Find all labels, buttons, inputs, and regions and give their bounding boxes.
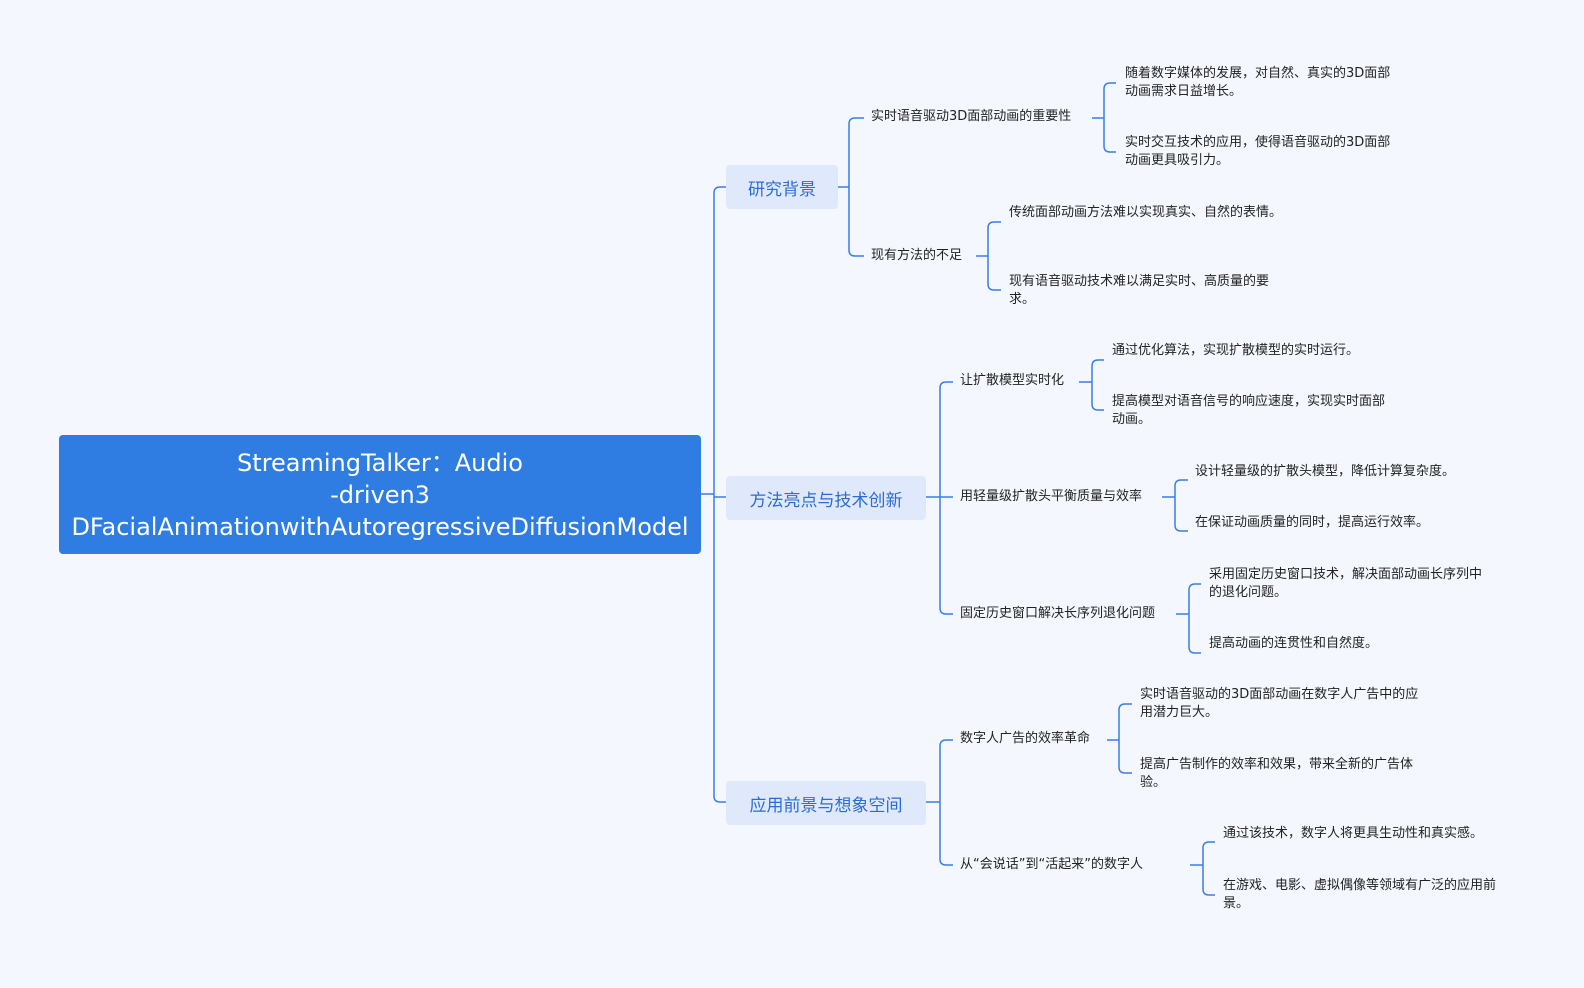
branch-method-highlights[interactable]: 方法亮点与技术创新 — [726, 476, 926, 520]
subtopic-importance[interactable]: 实时语音驱动3D面部动画的重要性 — [871, 109, 1072, 124]
leaf-text[interactable]: 设计轻量级的扩散头模型，降低计算复杂度。 — [1195, 464, 1456, 479]
subtopic-realtime-diffusion[interactable]: 让扩散模型实时化 — [960, 373, 1065, 388]
connector-sub-1-2 — [1176, 583, 1201, 654]
root-topic[interactable]: StreamingTalker：Audio -driven3 DFacialAn… — [59, 435, 701, 554]
connector-sub-1-1 — [1162, 479, 1188, 532]
branch-label: 应用前景与想象空间 — [749, 795, 903, 816]
connector-sub-1-0 — [1079, 359, 1104, 411]
leaf-text[interactable]: 随着数字媒体的发展，对自然、真实的3D面部动画需求日益增长。 — [1125, 66, 1391, 99]
leaf-text[interactable]: 现有语音驱动技术难以满足实时、高质量的要求。 — [1009, 274, 1270, 307]
connector-sub-2-0 — [1107, 703, 1132, 774]
leaf-text[interactable]: 采用固定历史窗口技术，解决面部动画长序列中的退化问题。 — [1209, 567, 1483, 600]
subtopic-living-digital-human[interactable]: 从“会说话”到“活起来”的数字人 — [960, 857, 1143, 872]
connector-branch-0 — [838, 117, 864, 257]
leaf-text[interactable]: 提高动画的连贯性和自然度。 — [1209, 636, 1379, 651]
leaf-text[interactable]: 提高广告制作的效率和效果，带来全新的广告体验。 — [1140, 757, 1414, 790]
connector-sub-0-1 — [976, 221, 1001, 291]
branch-label: 研究背景 — [748, 179, 816, 200]
connector-branch-2 — [926, 739, 953, 866]
subtopic-digital-human-ads[interactable]: 数字人广告的效率革命 — [960, 731, 1091, 746]
connector-sub-0-0 — [1092, 82, 1116, 153]
leaf-text[interactable]: 实时语音驱动的3D面部动画在数字人广告中的应用潜力巨大。 — [1140, 687, 1419, 720]
leaf-text[interactable]: 实时交互技术的应用，使得语音驱动的3D面部动画更具吸引力。 — [1125, 135, 1391, 168]
branch-label: 方法亮点与技术创新 — [749, 490, 903, 511]
leaf-text[interactable]: 在保证动画质量的同时，提高运行效率。 — [1195, 515, 1430, 530]
branch-research-background[interactable]: 研究背景 — [726, 165, 838, 209]
leaf-text[interactable]: 通过该技术，数字人将更具生动性和真实感。 — [1223, 826, 1484, 841]
subtopic-lightweight-head[interactable]: 用轻量级扩散头平衡质量与效率 — [960, 489, 1143, 504]
subtopic-limitations[interactable]: 现有方法的不足 — [871, 248, 963, 263]
leaf-text[interactable]: 提高模型对语音信号的响应速度，实现实时面部动画。 — [1112, 394, 1386, 427]
connector-sub-2-1 — [1190, 841, 1215, 896]
connector-root — [701, 186, 726, 803]
root-topic-title: StreamingTalker：Audio -driven3 DFacialAn… — [71, 448, 689, 541]
leaf-text[interactable]: 传统面部动画方法难以实现真实、自然的表情。 — [1009, 205, 1283, 220]
leaf-text[interactable]: 在游戏、电影、虚拟偶像等领域有广泛的应用前景。 — [1223, 878, 1497, 911]
leaf-text[interactable]: 通过优化算法，实现扩散模型的实时运行。 — [1112, 343, 1360, 358]
subtopic-fixed-history-window[interactable]: 固定历史窗口解决长序列退化问题 — [960, 606, 1156, 621]
branch-application-prospects[interactable]: 应用前景与想象空间 — [726, 781, 926, 825]
connector-branch-1 — [926, 381, 953, 615]
